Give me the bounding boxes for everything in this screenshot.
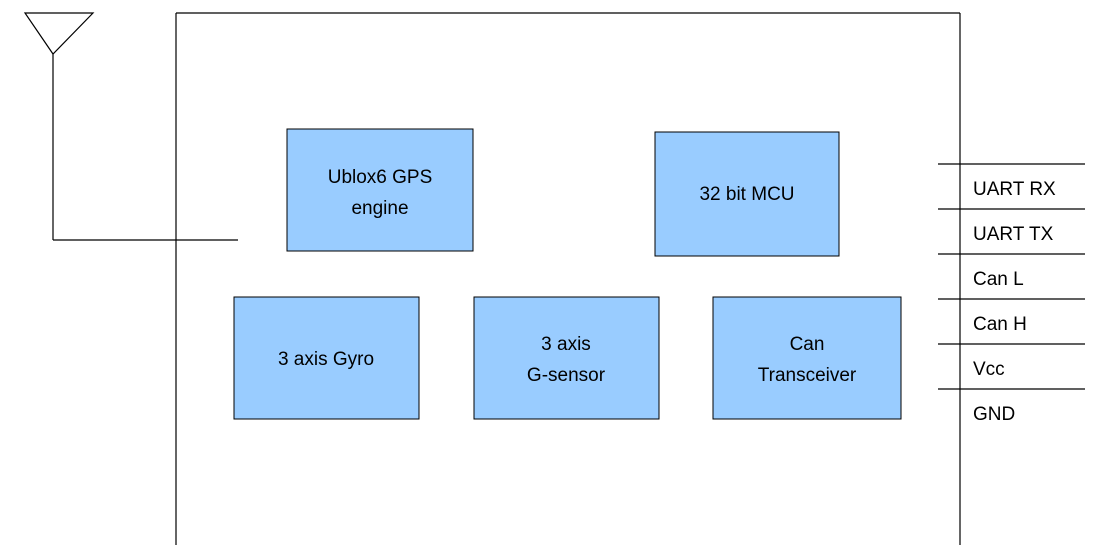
block-gsensor-line-2: G-sensor bbox=[527, 365, 606, 386]
module-outline bbox=[175, 12, 961, 545]
antenna-icon bbox=[23, 12, 238, 241]
block-mcu: 32 bit MCU bbox=[654, 131, 840, 257]
block-gsensor: 3 axis G-sensor bbox=[473, 296, 660, 420]
pin-can-l: Can L bbox=[973, 269, 1024, 290]
block-gyro: 3 axis Gyro bbox=[233, 296, 420, 420]
pin-vcc: Vcc bbox=[973, 359, 1005, 380]
block-can-line-2: Transceiver bbox=[758, 365, 857, 386]
block-mcu-line-1: 32 bit MCU bbox=[699, 184, 794, 205]
pin-gnd: GND bbox=[973, 404, 1015, 425]
block-can-line-1: Can bbox=[790, 334, 825, 355]
pin-uart-rx: UART RX bbox=[973, 179, 1056, 200]
block-can-transceiver: Can Transceiver bbox=[712, 296, 902, 420]
block-gsensor-line-1: 3 axis bbox=[541, 334, 591, 355]
block-gyro-line-1: 3 axis Gyro bbox=[278, 349, 374, 370]
pin-header: UART RX UART TX Can L Can H Vcc GND bbox=[938, 163, 1085, 425]
pin-uart-tx: UART TX bbox=[973, 224, 1054, 245]
block-gps-line-1: Ublox6 GPS bbox=[328, 167, 433, 188]
pin-can-h: Can H bbox=[973, 314, 1027, 335]
block-gps-line-2: engine bbox=[351, 198, 408, 219]
block-gps: Ublox6 GPS engine bbox=[286, 128, 474, 252]
